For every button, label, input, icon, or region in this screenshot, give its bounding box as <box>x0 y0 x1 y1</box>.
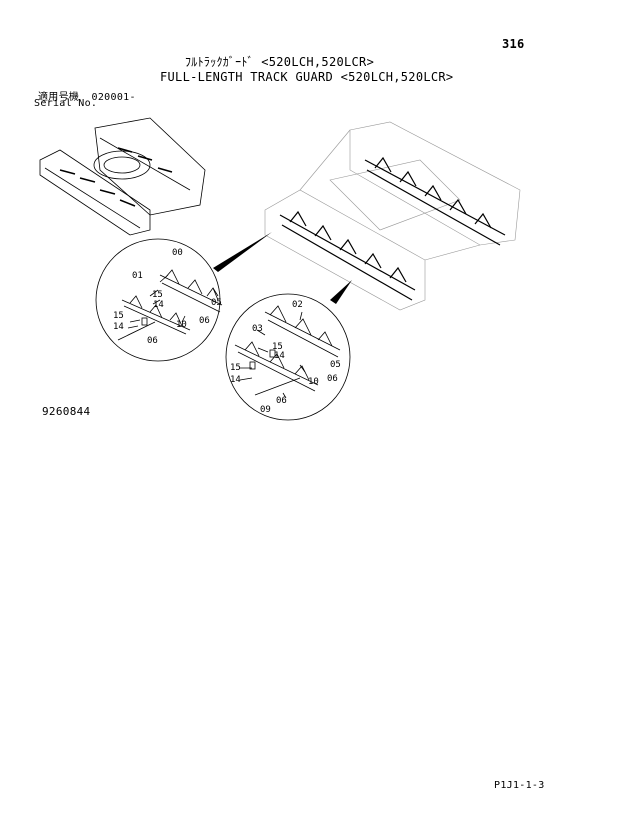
track-guard-left-large <box>279 210 416 301</box>
undercarriage-small-sketch <box>39 117 206 236</box>
callout-right-1: 02 <box>292 300 303 310</box>
detail-circle-left <box>95 238 223 362</box>
undercarriage-large-sketch <box>264 121 521 311</box>
callout-right-4: 14 <box>274 351 285 361</box>
callout-left-8: 10 <box>176 320 187 330</box>
callout-left-9: 06 <box>199 316 210 326</box>
callout-left-10: 06 <box>147 336 158 346</box>
callout-left-2: 01 <box>132 271 143 281</box>
callout-right-3: 15 <box>272 342 283 352</box>
page-reference: P1J1-1-3 <box>494 780 545 791</box>
pointer-arrow-left <box>213 232 272 272</box>
figure-number: 9260844 <box>42 405 91 418</box>
callout-left-1: 00 <box>172 248 183 258</box>
callout-left-7: 14 <box>113 322 124 332</box>
callout-right-5: 05 <box>330 360 341 370</box>
callout-right-10: 06 <box>276 396 287 406</box>
callout-right-8: 10 <box>308 377 319 387</box>
callout-left-4: 14 <box>153 300 164 310</box>
page-number: 316 <box>502 37 525 51</box>
detail-circle-right <box>225 293 351 421</box>
callout-right-6: 15 <box>230 363 241 373</box>
pointer-arrow-right <box>330 280 352 304</box>
serial-value: 020001- <box>91 92 136 103</box>
track-guard-right-large <box>364 156 506 246</box>
serial-label-english: Serial No. <box>34 98 98 109</box>
callout-right-9: 06 <box>327 374 338 384</box>
callout-right-7: 14 <box>230 375 241 385</box>
callout-right-2: 03 <box>252 324 263 334</box>
serial-label-japanese: 適用号機 020001- <box>38 88 136 103</box>
callout-right-11: 09 <box>260 405 271 415</box>
callout-left-3: 15 <box>152 290 163 300</box>
serial-label-jp-text: 適用号機 <box>38 92 80 103</box>
title-japanese: ﾌﾙﾄﾗｯｸｶﾞｰﾄﾞ <520LCH,520LCR> <box>185 55 375 69</box>
title-english: FULL-LENGTH TRACK GUARD <520LCH,520LCR> <box>160 70 454 84</box>
callout-left-6: 15 <box>113 311 124 321</box>
callout-left-5: 05 <box>211 298 222 308</box>
